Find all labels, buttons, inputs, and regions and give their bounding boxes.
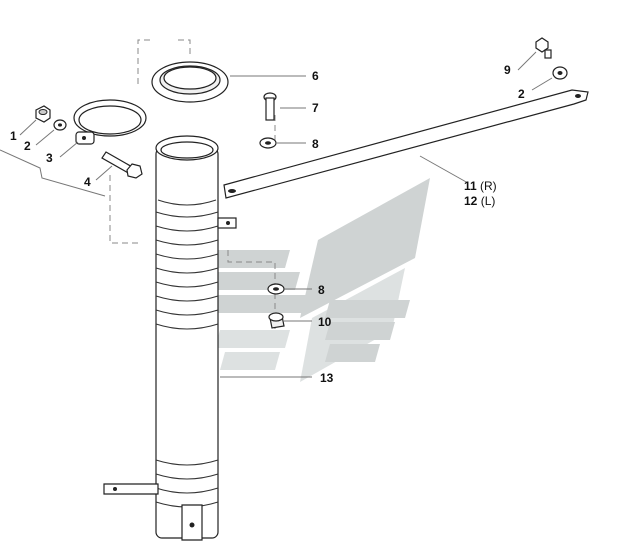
callout-labels: 1 2 3 4 6 7 8 9 2 11 (R) 12 (L) 8 10 13 <box>10 63 525 385</box>
gasket-ring <box>151 61 229 103</box>
callout-1: 1 <box>10 129 17 143</box>
callout-3: 3 <box>46 151 53 165</box>
bolt-4 <box>101 151 143 179</box>
pipe-clamp <box>73 99 147 145</box>
callout-12-number: 12 <box>464 194 478 208</box>
callout-11-number: 11 <box>464 179 477 193</box>
callout-2-left: 2 <box>24 139 31 153</box>
bolt-9 <box>535 37 552 59</box>
callout-2-right: 2 <box>518 87 525 101</box>
pipe-corrugations <box>155 199 219 508</box>
callout-8-lower: 8 <box>318 283 325 297</box>
callout-11-suffix: (R) <box>477 179 497 193</box>
washer-lower <box>267 283 285 295</box>
callout-7: 7 <box>312 101 319 115</box>
alignment-lines <box>109 39 276 330</box>
callout-13: 13 <box>320 371 334 385</box>
bolt-7 <box>263 92 277 121</box>
stay-rod <box>223 89 589 199</box>
callout-4: 4 <box>84 175 91 189</box>
callout-6: 6 <box>312 69 319 83</box>
washer-left <box>53 119 67 131</box>
callout-12: 12 (L) <box>464 194 495 208</box>
nut-left <box>35 105 51 123</box>
watermark-logo <box>205 178 430 382</box>
exhaust-pipe <box>103 135 237 541</box>
nut-lower <box>268 312 285 329</box>
callout-9: 9 <box>504 63 511 77</box>
washer-upper <box>259 137 277 149</box>
washer-right <box>552 66 568 80</box>
leader-lines <box>0 51 553 378</box>
callout-12-suffix: (L) <box>477 194 495 208</box>
callout-8-upper: 8 <box>312 137 319 151</box>
callout-11: 11 (R) <box>464 179 497 193</box>
callout-10: 10 <box>318 315 332 329</box>
